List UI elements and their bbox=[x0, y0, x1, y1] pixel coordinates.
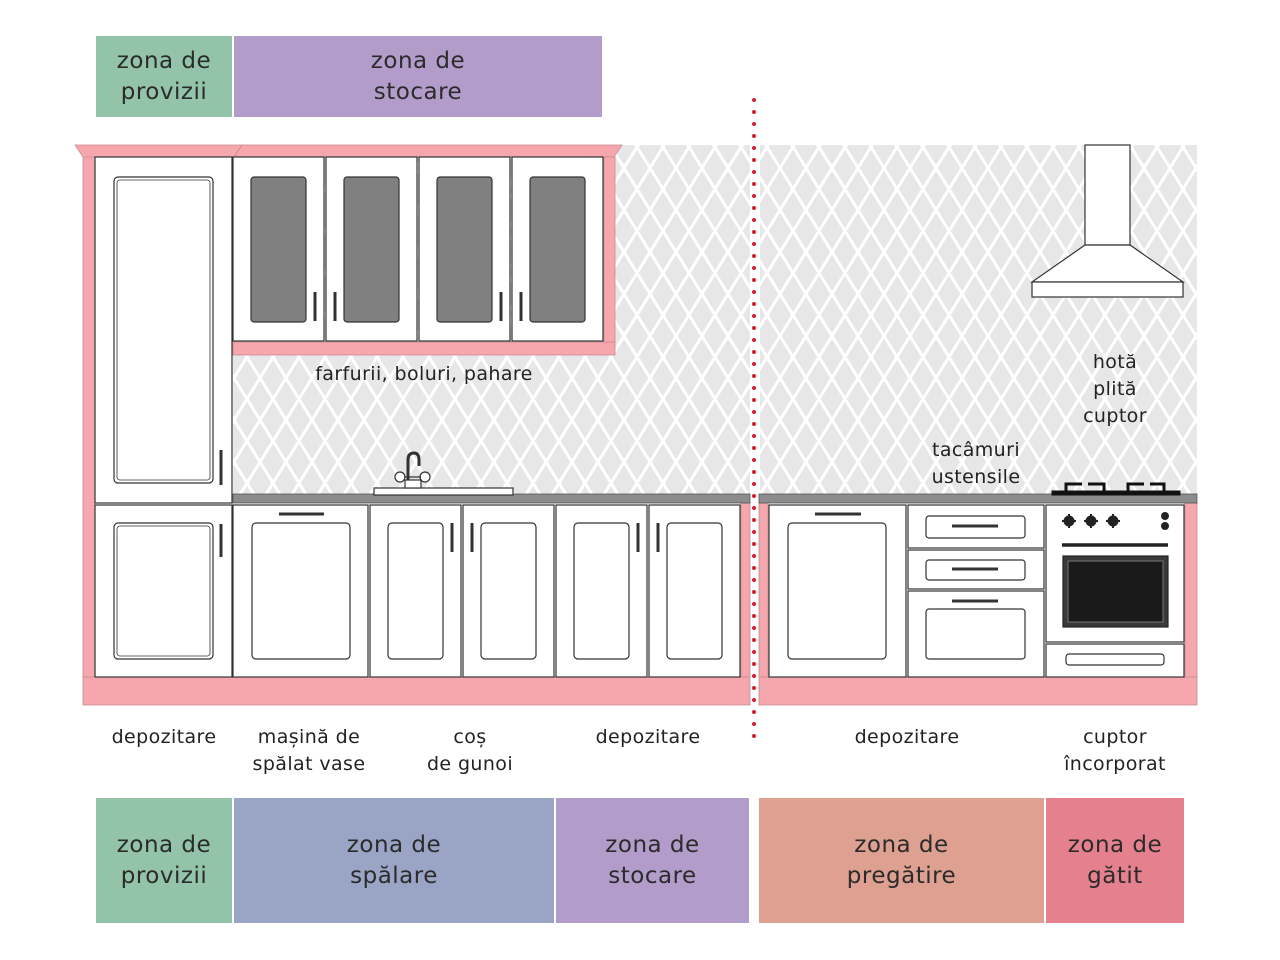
label-depozitare-2: depozitare bbox=[595, 726, 701, 748]
countertop-right bbox=[758, 493, 1198, 504]
left-base-cabinets bbox=[232, 504, 741, 678]
crown-molding-right bbox=[233, 144, 623, 158]
label-depozitare-1: depozitare bbox=[111, 726, 217, 748]
right-plinth bbox=[758, 676, 1198, 706]
tall-cabinet bbox=[94, 156, 233, 678]
upper-cabinet-bottom-rail bbox=[232, 341, 616, 356]
range-hood bbox=[1030, 144, 1185, 298]
right-base-end-panel bbox=[1184, 502, 1198, 678]
crown-molding-left bbox=[74, 144, 243, 158]
upper-cabinet-label: farfurii, boluri, pahare bbox=[315, 363, 533, 385]
cooktop bbox=[1051, 482, 1181, 496]
tall-cabinet-frame bbox=[82, 154, 96, 678]
upper-glass-cabinets bbox=[232, 156, 604, 342]
upper-cabinet-side bbox=[603, 156, 616, 343]
left-base-end-panel bbox=[740, 502, 751, 678]
sink-faucet bbox=[373, 451, 514, 496]
label-depozitare-3: depozitare bbox=[854, 726, 960, 748]
built-in-oven bbox=[1062, 512, 1169, 628]
left-plinth bbox=[82, 676, 751, 706]
right-base-start-panel bbox=[758, 502, 769, 678]
